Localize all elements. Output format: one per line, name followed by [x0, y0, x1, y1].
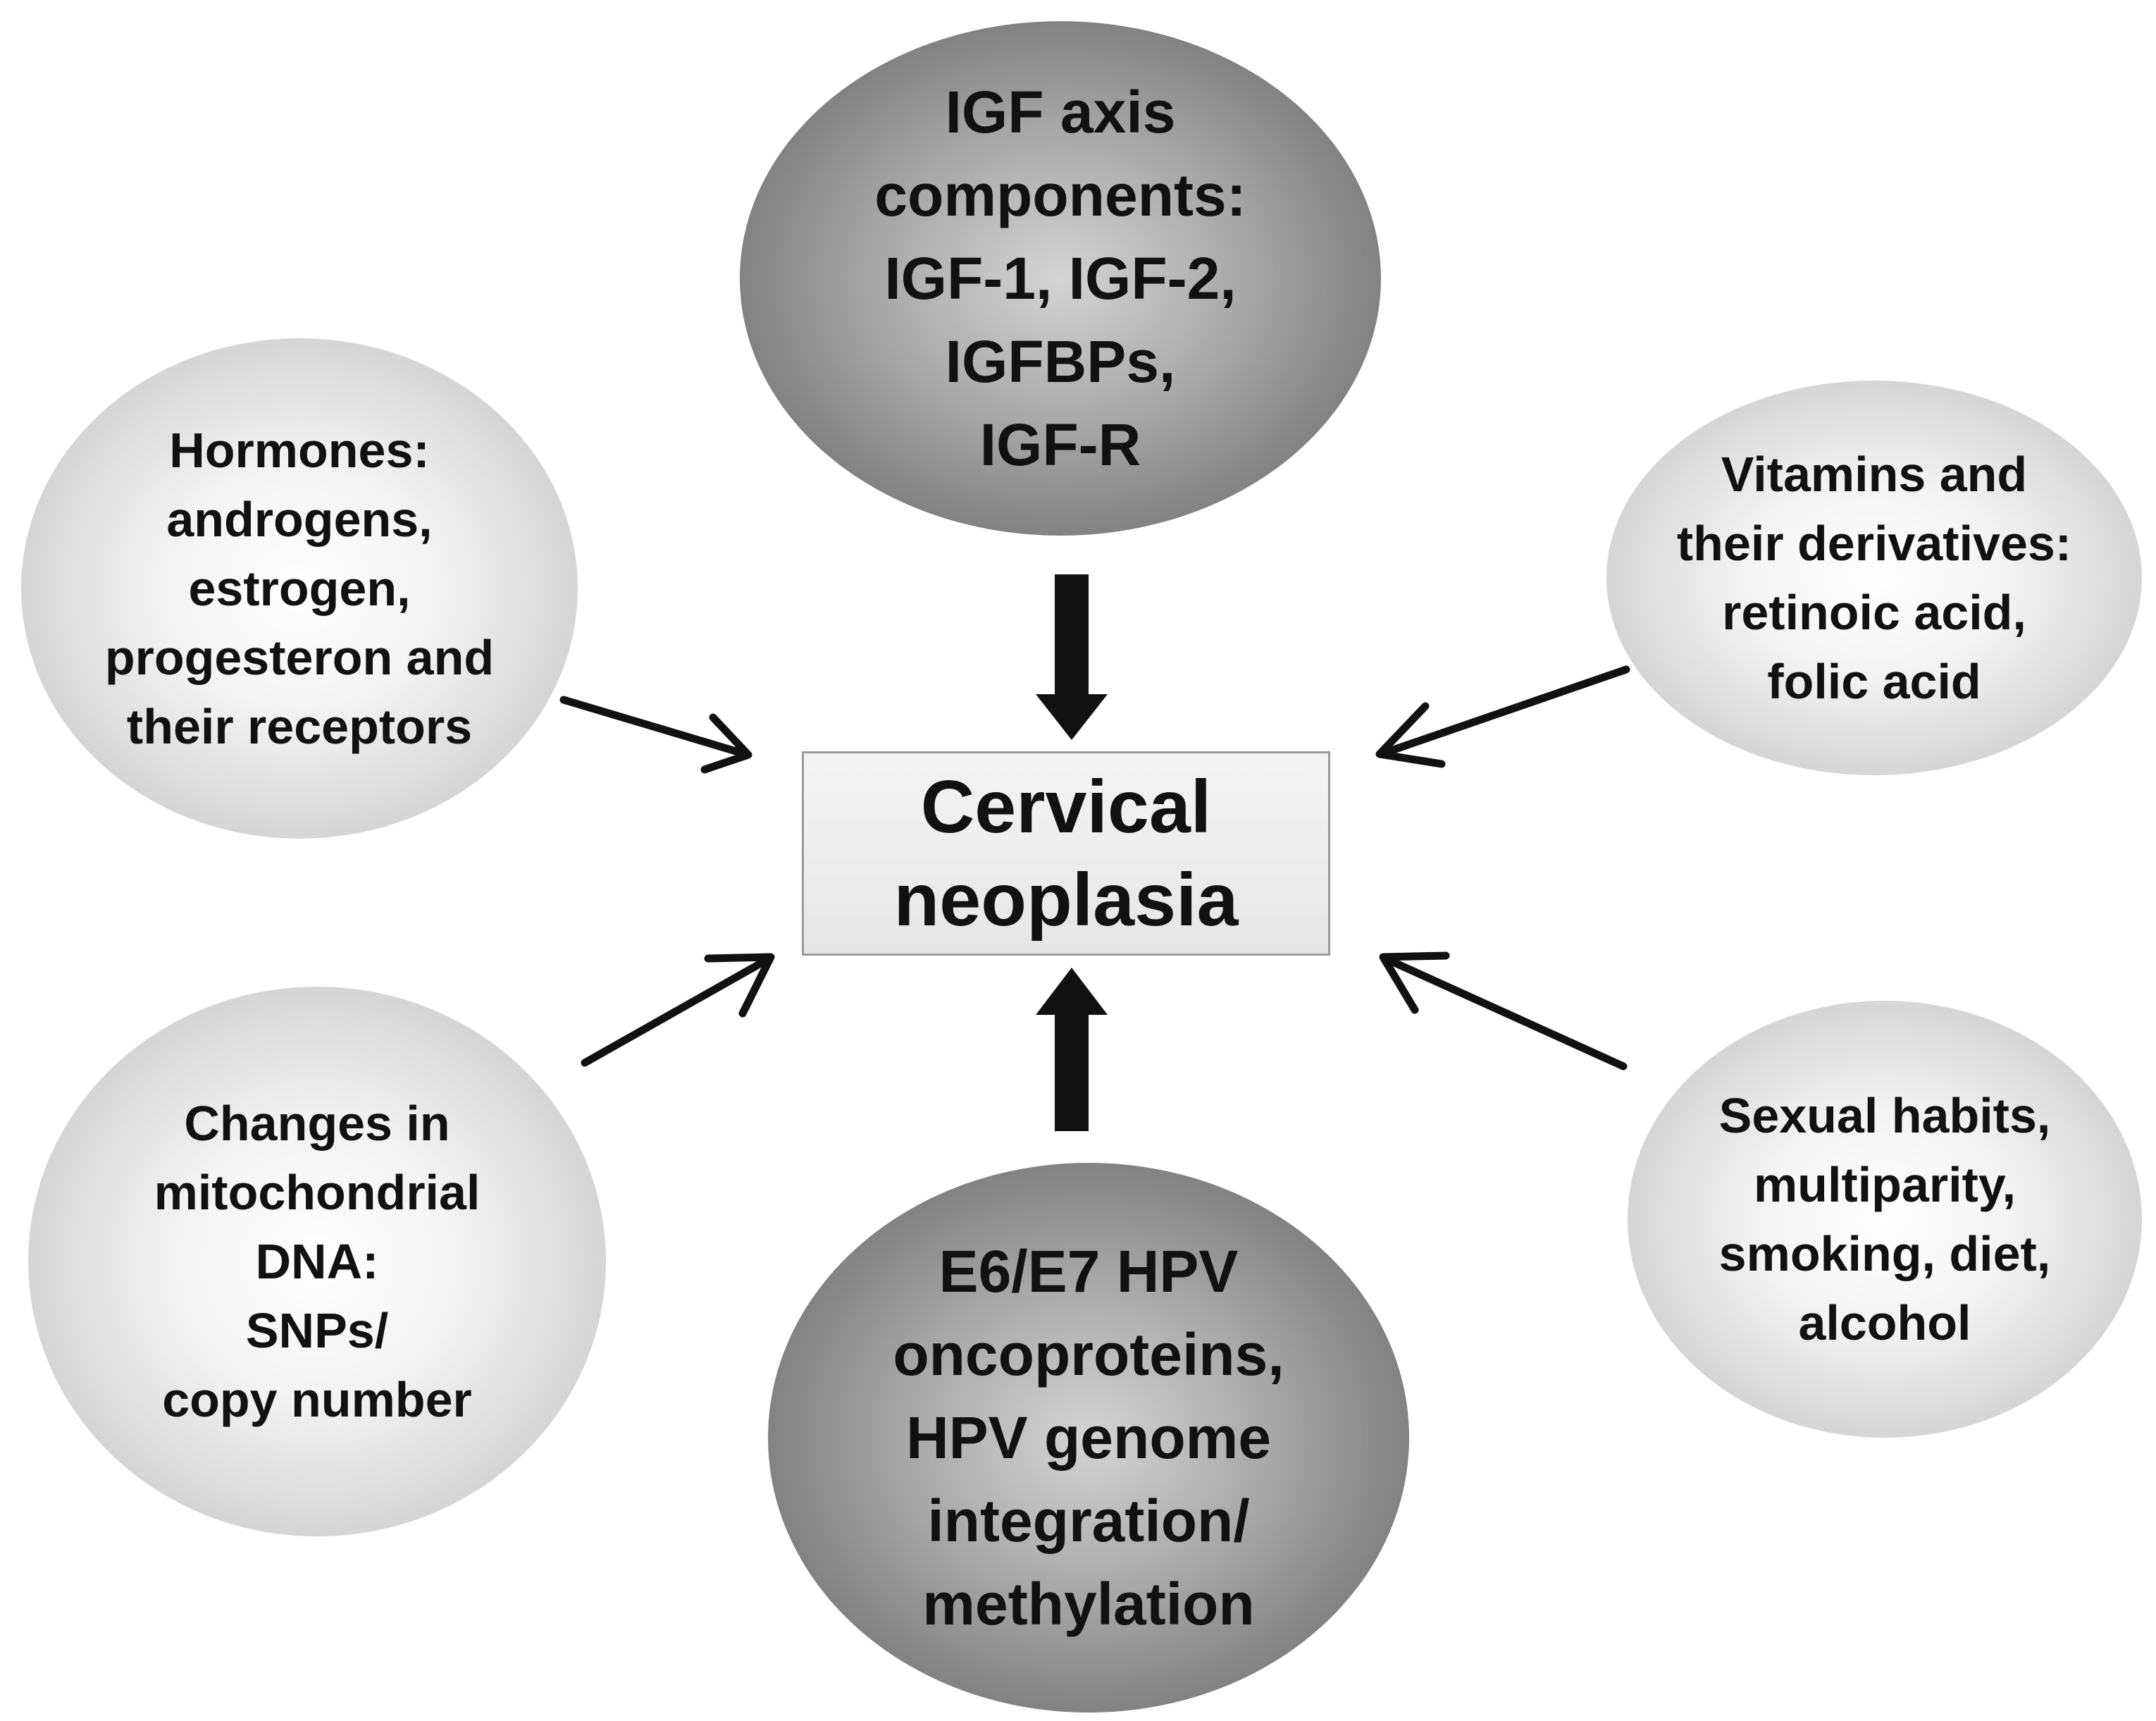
edge-vitamins-arrowhead	[1375, 702, 1446, 768]
node-hpv-oncoproteins: E6/E7 HPV oncoproteins, HPV genome integ…	[768, 1163, 1409, 1713]
edge-lifestyle-to-center	[1379, 951, 1628, 1071]
node-lifestyle-factors: Sexual habits, multiparity, smoking, die…	[1628, 1001, 2142, 1438]
node-hormones-label: Hormones: androgens, estrogen, progester…	[104, 423, 495, 754]
node-hormones: Hormones: androgens, estrogen, progester…	[21, 338, 578, 839]
edge-igf-to-center	[1036, 574, 1108, 740]
edge-hpv-shaft	[1055, 1015, 1089, 1131]
node-vitamins-label: Vitamins and their derivatives: retinoic…	[1676, 447, 2072, 709]
edge-hpv-to-center	[1036, 968, 1108, 1131]
edge-vitamins-shaft	[1377, 665, 1630, 758]
node-mitochondrial-dna-label: Changes in mitochondrial DNA: SNPs/ copy…	[154, 1096, 481, 1427]
edge-lifestyle-arrowhead	[1379, 951, 1450, 1014]
edge-hpv-arrowhead	[1036, 968, 1108, 1015]
node-vitamins: Vitamins and their derivatives: retinoic…	[1606, 381, 2142, 775]
edge-igf-arrowhead	[1036, 694, 1108, 740]
node-igf-axis-label: IGF axis components: IGF-1, IGF-2, IGFBP…	[874, 79, 1246, 478]
node-igf-axis: IGF axis components: IGF-1, IGF-2, IGFBP…	[740, 21, 1381, 536]
edge-vitamins-to-center	[1375, 665, 1630, 768]
edge-mito-arrowhead	[704, 953, 775, 1018]
node-mitochondrial-dna: Changes in mitochondrial DNA: SNPs/ copy…	[28, 987, 606, 1536]
edge-igf-shaft	[1055, 574, 1089, 694]
node-cervical-neoplasia: Cervical neoplasia	[802, 751, 1330, 956]
node-hpv-oncoproteins-label: E6/E7 HPV oncoproteins, HPV genome integ…	[893, 1238, 1284, 1637]
edge-hormones-to-center	[559, 696, 752, 774]
edge-hormones-arrowhead	[700, 713, 752, 774]
edge-mito-to-center	[581, 953, 775, 1067]
edge-lifestyle-shaft	[1381, 954, 1628, 1071]
edge-hormones-shaft	[559, 696, 750, 758]
edge-mito-shaft	[581, 954, 774, 1067]
node-lifestyle-factors-label: Sexual habits, multiparity, smoking, die…	[1718, 1088, 2051, 1350]
node-cervical-neoplasia-label: Cervical neoplasia	[893, 765, 1239, 942]
